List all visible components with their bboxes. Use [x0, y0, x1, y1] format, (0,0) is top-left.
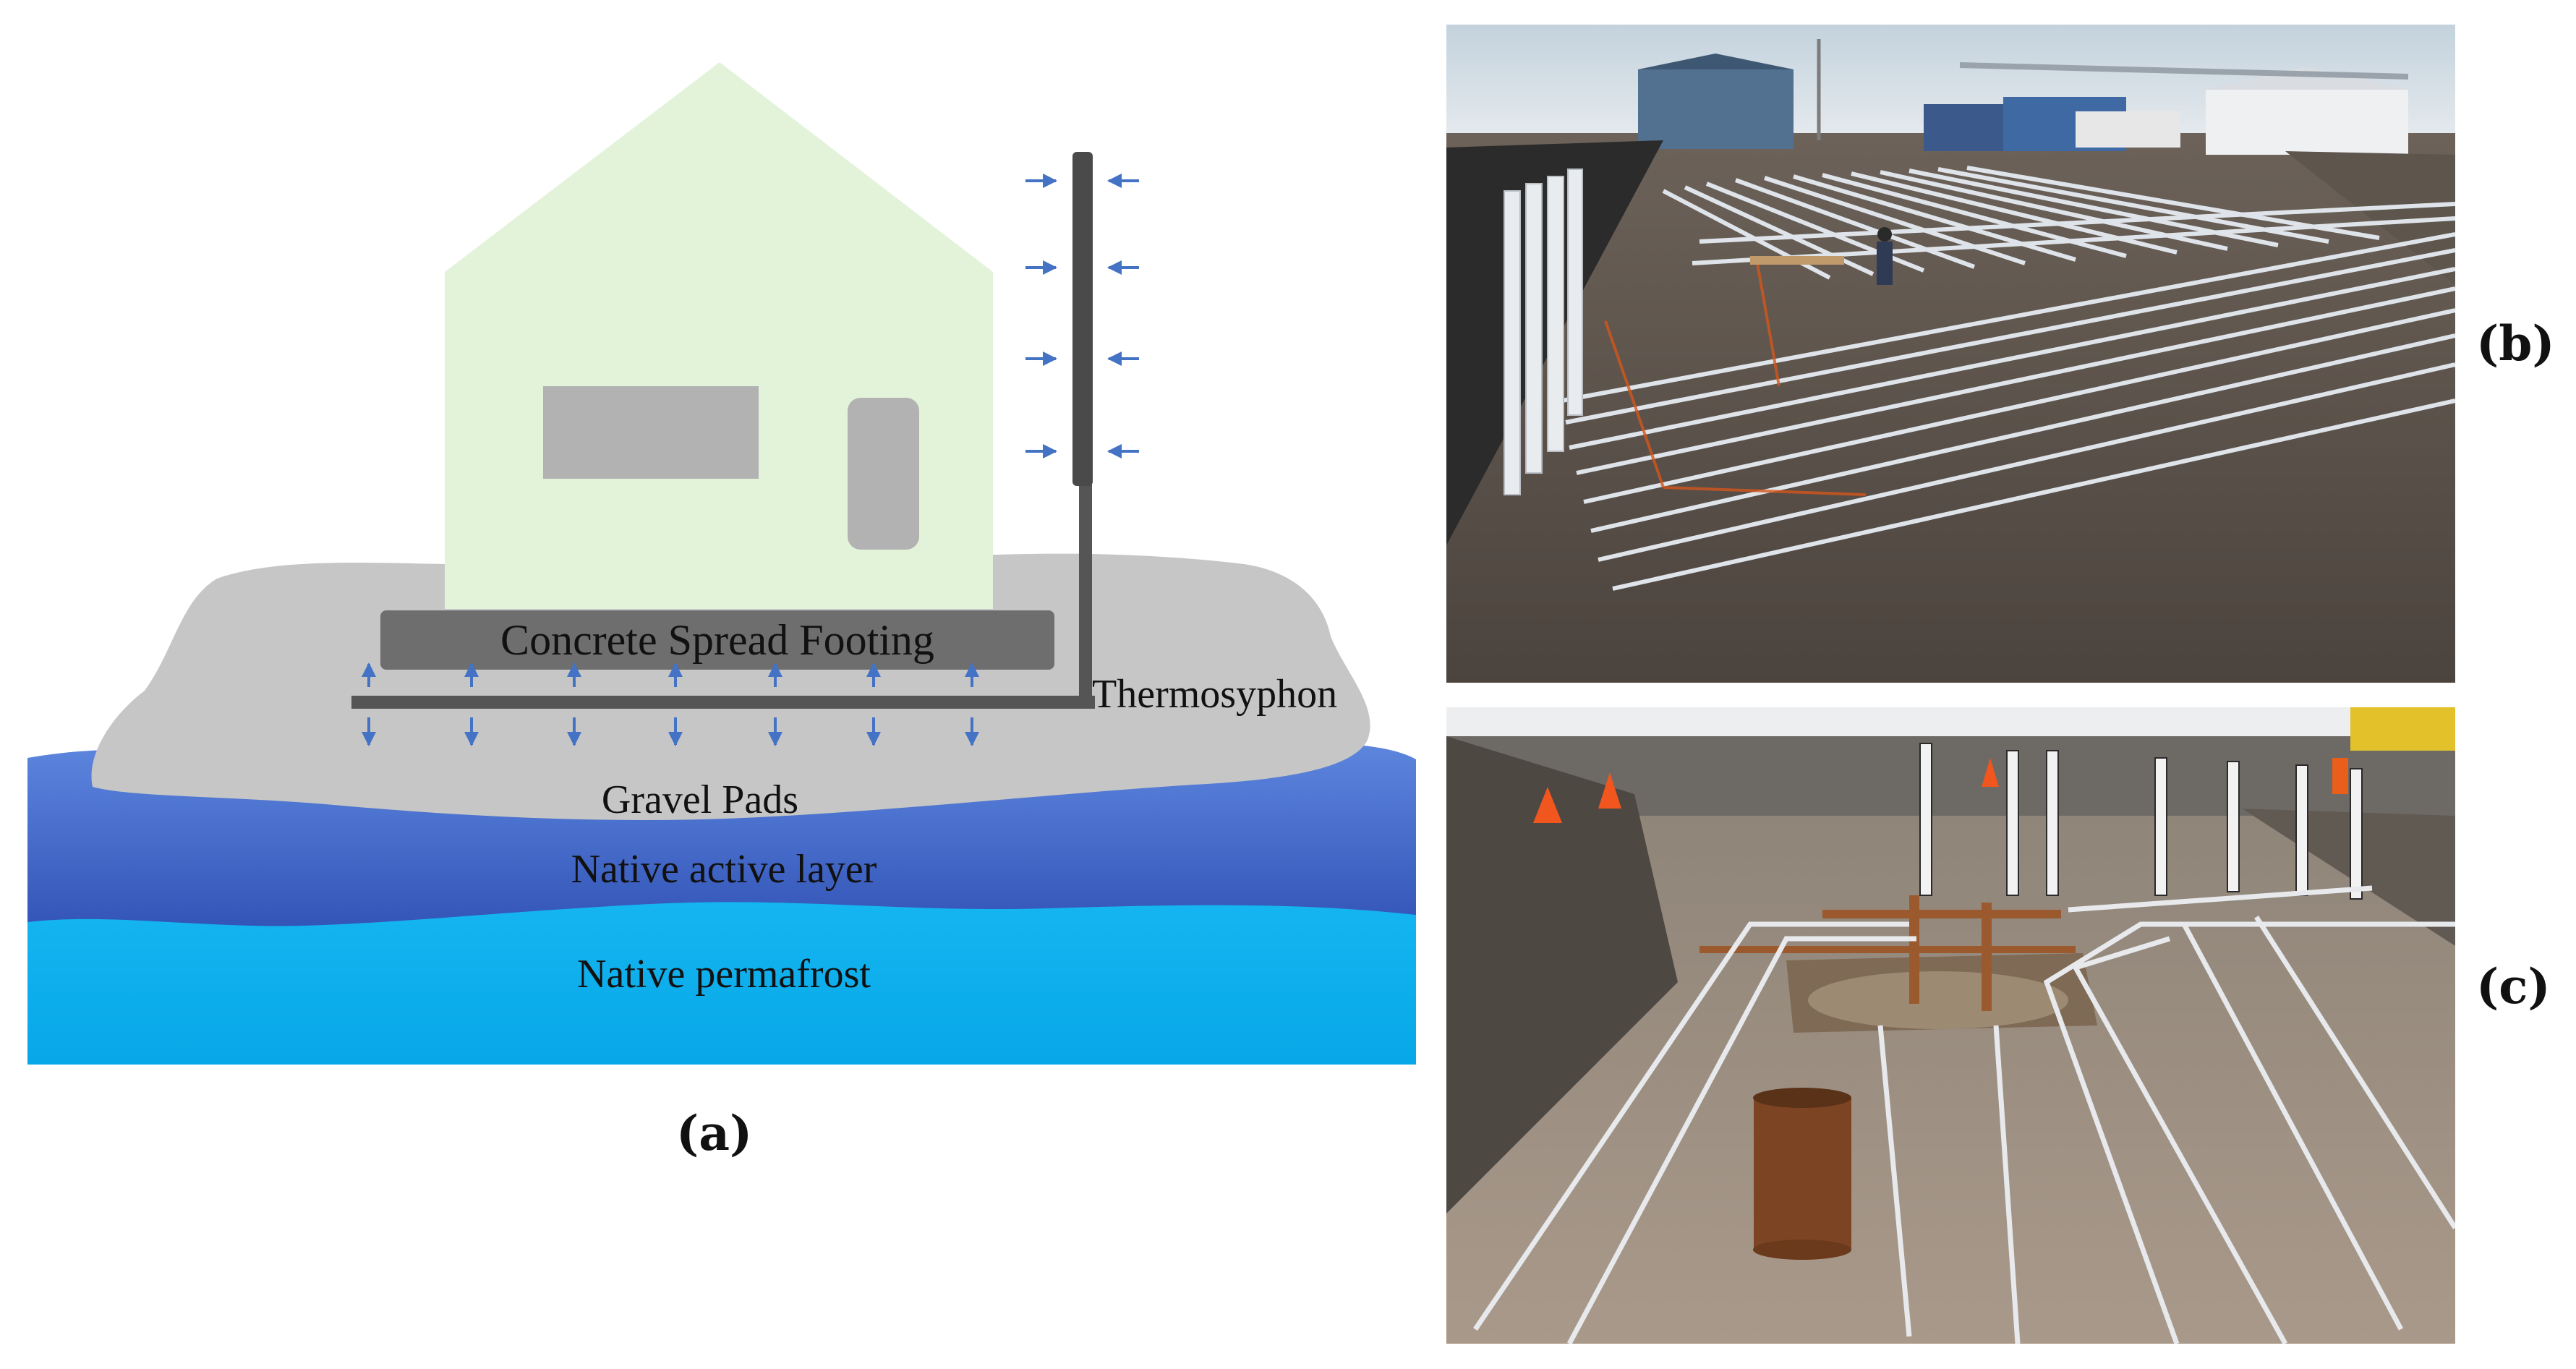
- panel-label-a: (a): [676, 1105, 753, 1161]
- house-door: [848, 398, 919, 550]
- permafrost-label: Native permafrost: [577, 952, 871, 997]
- thermosyphon-label: Thermosyphon: [1092, 672, 1337, 717]
- gravel-pads-label: Gravel Pads: [602, 777, 798, 822]
- thermosyphon-radiator: [1072, 152, 1093, 486]
- panel-label-b: (b): [2476, 315, 2555, 372]
- photo-thermosyphon-loops: [1446, 25, 2455, 683]
- house-window: [543, 386, 759, 479]
- concrete-spread-footing: [380, 610, 1054, 670]
- radiator-heat-arrows: [1025, 174, 1139, 459]
- thermosyphon-evaporator: [351, 696, 1095, 709]
- panel-label-c: (c): [2476, 958, 2551, 1015]
- photo-pile-installation: [1446, 707, 2455, 1344]
- evaporator-heat-arrows: [362, 662, 979, 746]
- thermosyphon-schematic: Concrete Spread Footing Thermosyphon Gra…: [27, 62, 1416, 1065]
- active-layer-label: Native active layer: [571, 847, 877, 892]
- footing-label: Concrete Spread Footing: [500, 616, 934, 664]
- thermosyphon-riser: [1079, 482, 1092, 703]
